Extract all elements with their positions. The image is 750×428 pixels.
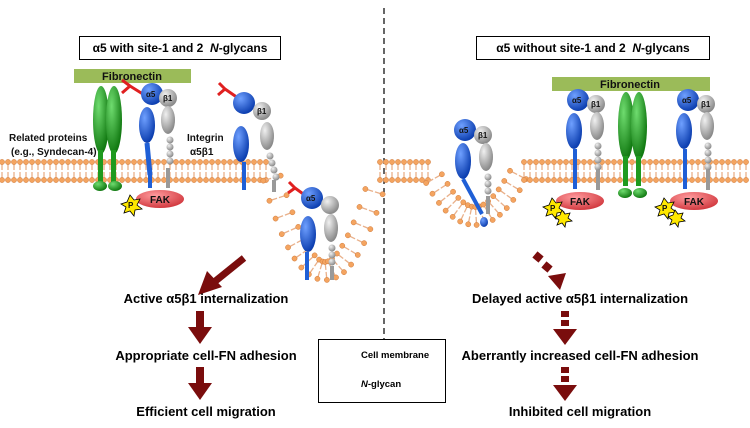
integrin-right-bound-2: α5 β1 (676, 89, 715, 190)
syndecan-left (93, 86, 122, 191)
right-title-text: α5 without site-1 and 2 (496, 41, 626, 55)
legend-box: Cell membrane N-glycan (318, 339, 446, 403)
fak-right-1: FAK P (542, 192, 604, 228)
integrin-right-bound-1: α5 β1 (566, 89, 605, 190)
left-outcome-2: Appropriate cell-FN adhesion (115, 348, 297, 363)
arrow-left-3 (196, 367, 204, 385)
syndecan-right (618, 92, 647, 198)
integrin-label: Integrin (187, 133, 224, 144)
left-title-italic: N (210, 41, 219, 55)
right-outcome-2: Aberrantly increased cell-FN adhesion (461, 348, 699, 363)
integrin-subunit-label: α5β1 (190, 147, 214, 158)
arrow-right-3 (553, 367, 577, 401)
legend-glycan-italic: N (361, 379, 368, 390)
beta1-label-r2: β1 (701, 100, 711, 109)
fak-left-label: FAK (150, 195, 171, 206)
right-panel-title: α5 without site-1 and 2 N-glycans (476, 36, 710, 60)
n-glycan-left-2 (217, 81, 239, 100)
cell-membrane (0, 159, 749, 283)
phospho-right-2: P (662, 204, 668, 213)
alpha5-label-3: α5 (306, 194, 316, 203)
fibronectin-left-label: Fibronectin (102, 71, 162, 83)
related-proteins-label: Related proteins (9, 133, 88, 144)
right-title-italic: N (632, 41, 642, 55)
arrow-right-1 (532, 251, 566, 290)
beta1-label-r3: β1 (478, 131, 488, 140)
alpha5-label-r1: α5 (572, 96, 582, 105)
fibronectin-right: Fibronectin (552, 77, 710, 91)
arrow-left-1-head (198, 271, 222, 295)
fak-right-1-label: FAK (570, 197, 591, 208)
right-title-tail: -glycans (641, 41, 690, 55)
related-proteins-example: (e.g., Syndecan-4) (11, 147, 97, 158)
arrow-left-3-head (188, 383, 212, 400)
fibronectin-right-label: Fibronectin (600, 79, 660, 91)
arrow-right-2 (553, 311, 577, 345)
arrow-left-1 (210, 255, 247, 286)
left-outcome-1: Active α5β1 internalization (123, 291, 289, 306)
integrin-right-free: α5 β1 (454, 119, 493, 227)
integrin-left-internalizing: α5 (300, 187, 339, 280)
arrow-left-2 (196, 311, 204, 329)
fak-right-2-label: FAK (684, 197, 705, 208)
left-title-text: α5 with site-1 and 2 (92, 41, 204, 55)
flow-arrows (188, 251, 577, 401)
alpha5-label-r2: α5 (682, 96, 692, 105)
right-outcome-1: Delayed active α5β1 internalization (471, 291, 689, 306)
phospho-right-1: P (550, 204, 556, 213)
left-outcome-3: Efficient cell migration (136, 404, 276, 419)
integrin-left-free: β1 (233, 92, 280, 192)
fak-left: FAK P (120, 190, 184, 217)
phospho-left: P (128, 201, 134, 210)
legend-glycan-tail: -glycan (367, 379, 402, 390)
fibronectin-left: Fibronectin (74, 69, 191, 83)
legend-membrane-label: Cell membrane (361, 350, 430, 361)
left-title-tail: -glycans (218, 41, 268, 55)
alpha5-label: α5 (146, 90, 156, 99)
right-outcome-3: Inhibited cell migration (508, 404, 652, 419)
integrin-left-bound: α5 β1 (139, 83, 177, 188)
beta1-label-2: β1 (257, 107, 267, 116)
fak-right-2: FAK P (654, 192, 718, 228)
alpha5-label-r3: α5 (459, 126, 469, 135)
left-panel-title: α5 with site-1 and 2 N-glycans (79, 36, 281, 60)
arrow-left-2-head (188, 327, 212, 344)
beta1-label-r1: β1 (591, 100, 601, 109)
legend-glycan-label: N-glycan (361, 379, 401, 390)
beta1-label: β1 (163, 94, 173, 103)
